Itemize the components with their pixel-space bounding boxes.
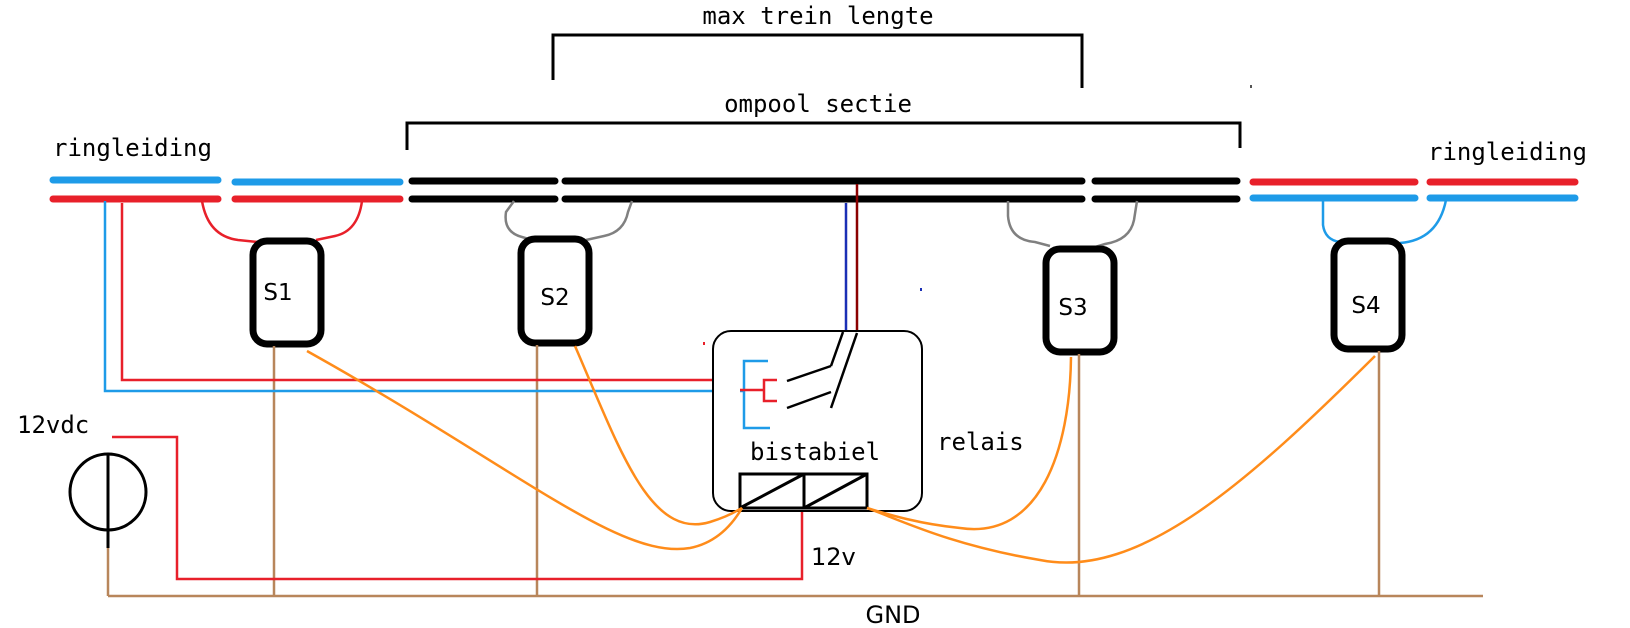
relay-label: relais [937,428,1024,456]
reversing-section-bracket [405,121,1242,150]
reversing-section-label: ompool sectie [724,90,912,118]
ring-left-label: ringleiding [53,134,212,162]
section-feed-wires [844,184,859,333]
sensor-label-s3: S3 [1058,295,1087,321]
speck [1250,85,1252,88]
track-left-ring [49,176,404,203]
s4-pickup-wires [1321,199,1448,245]
supply-label: 12vdc [17,411,89,439]
relay-type-label: bistabiel [750,438,880,466]
supply-wires [112,435,804,581]
sensor-s1: S1 [249,237,325,348]
sensor-s3: S3 [1042,245,1118,356]
speck [703,342,705,345]
twelve-v-label: 12v [811,543,856,571]
s3-pickup-wires [1006,200,1139,250]
relay-switch-arms [786,331,859,410]
track-reversing-section [408,177,1241,203]
ring-feed-wires [103,201,740,393]
sensor-label-s2: S2 [540,285,569,311]
max-train-length-bracket [551,33,1084,88]
relay-contacts [740,359,777,430]
relay-coils [738,472,869,510]
track-right-ring [1249,178,1579,202]
ground-label: GND [865,601,920,628]
trigger-wires [306,345,1376,564]
sensor-s4: S4 [1330,237,1406,353]
s1-pickup-wires [200,200,364,244]
bistable-relay: bistabiel [712,330,923,512]
sensor-s2: S2 [517,235,593,347]
speck [920,288,922,291]
s2-pickup-wires [504,200,634,242]
dc-source [68,452,148,548]
sensor-label-s4: S4 [1351,293,1380,319]
ring-right-label: ringleiding [1428,138,1587,166]
sensor-label-s1: S1 [263,280,292,306]
ground-wires [106,345,1483,598]
max-train-length-label: max trein lengte [702,2,933,30]
